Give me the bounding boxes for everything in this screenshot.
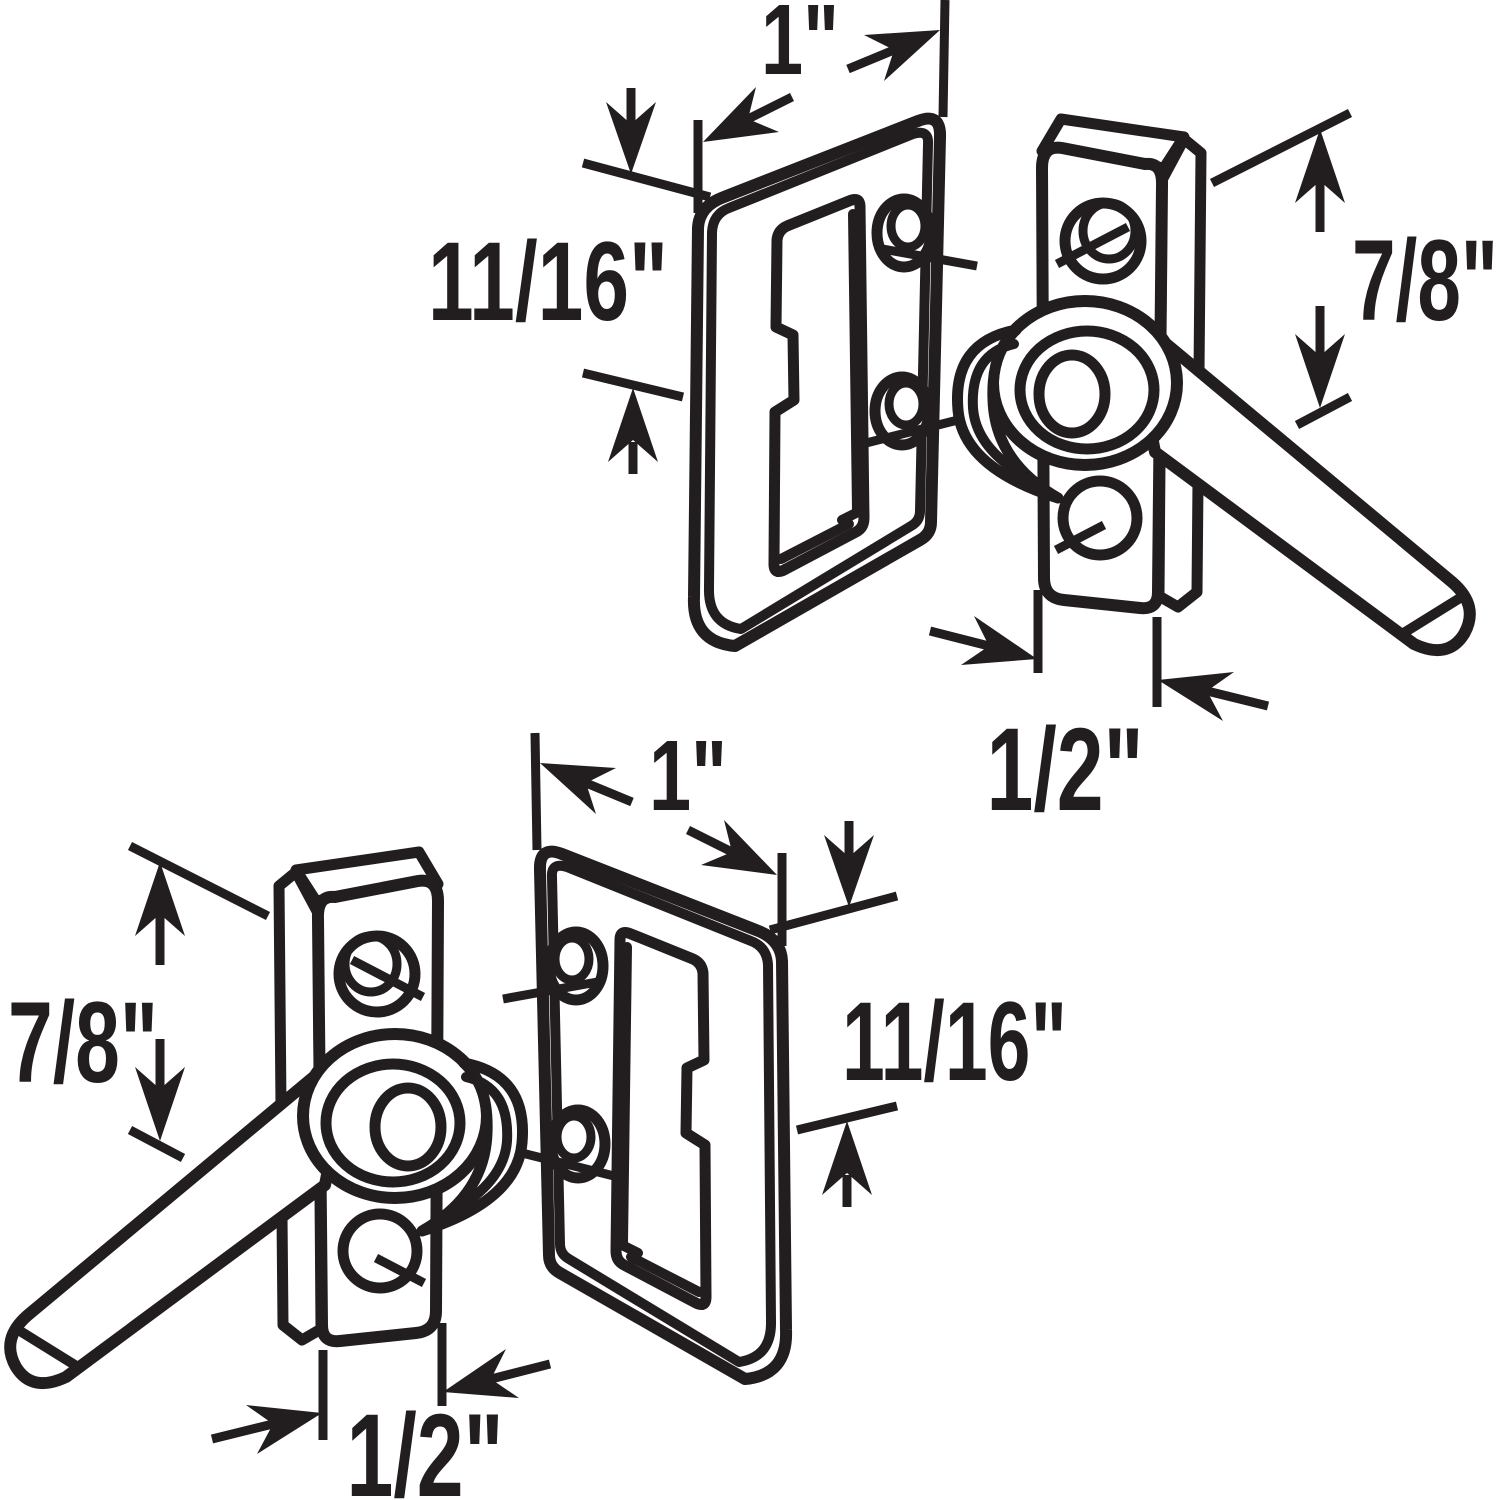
right-hand-assembly xyxy=(583,0,1470,721)
label-latch-base-width-bottom: 1/2" xyxy=(347,1390,504,1500)
label-keeper-slot-height-bottom: 11/16" xyxy=(842,979,1067,1104)
label-keeper-width-top: 1" xyxy=(761,0,839,96)
label-keeper-slot-height-top: 11/16" xyxy=(428,219,668,344)
label-latch-base-width-top: 1/2" xyxy=(987,704,1144,836)
label-latch-height-bottom: 7/8" xyxy=(8,979,158,1107)
label-latch-height-top: 7/8" xyxy=(1352,217,1498,345)
label-keeper-width-bottom: 1" xyxy=(649,720,727,832)
